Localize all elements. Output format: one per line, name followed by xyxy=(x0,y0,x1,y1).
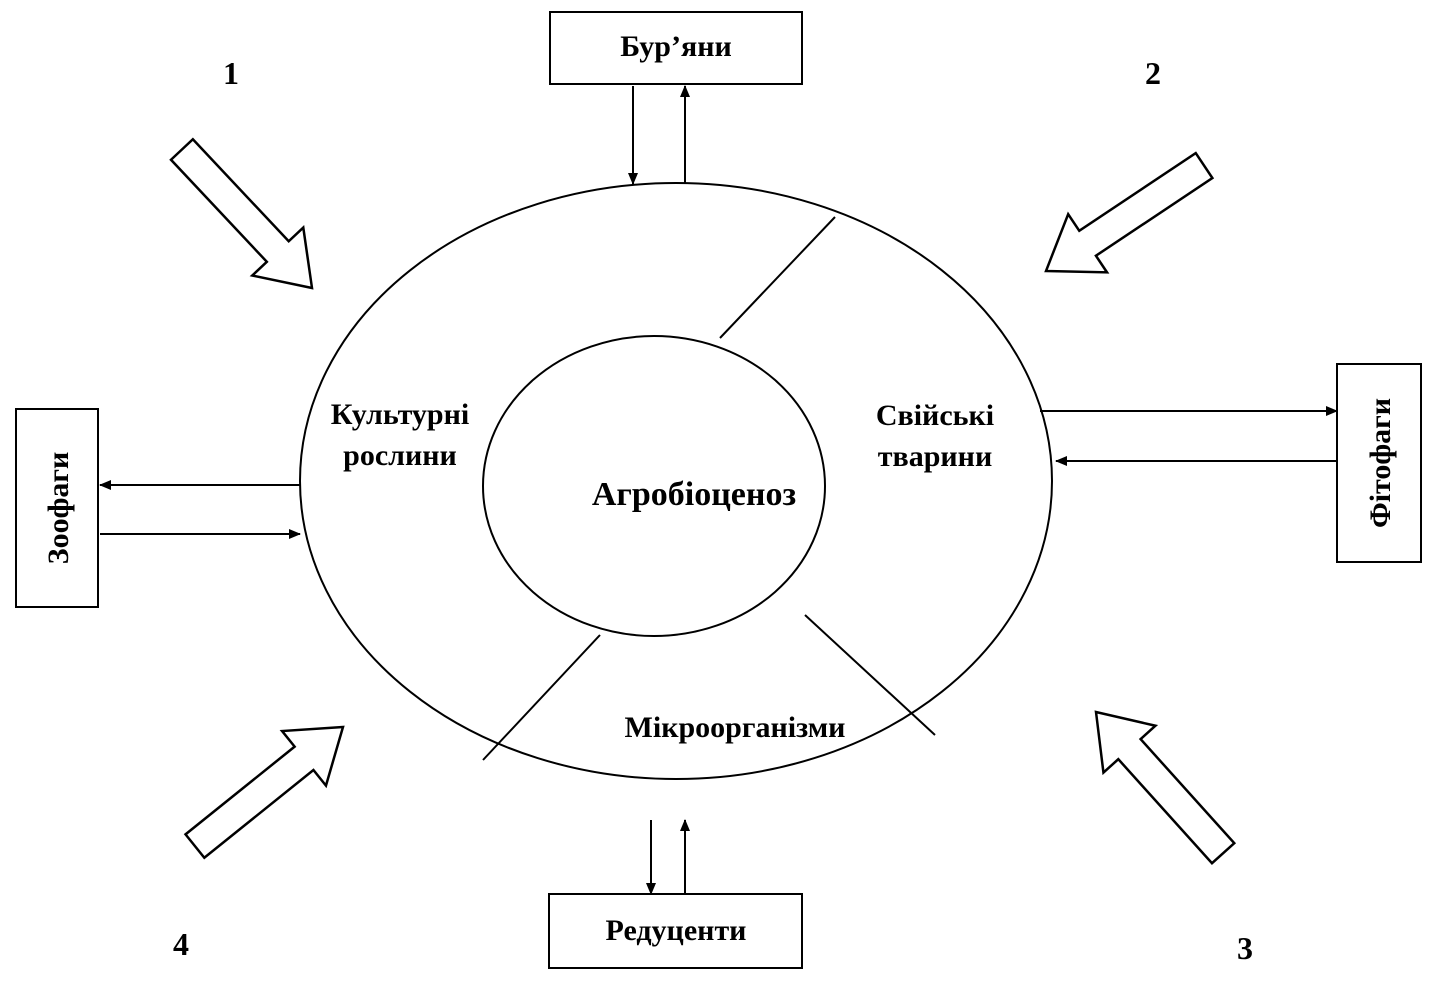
divider-bottom-right xyxy=(804,614,936,736)
box-reducers xyxy=(548,893,803,969)
number-1: 1 xyxy=(223,55,239,91)
number-4: 4 xyxy=(173,926,189,962)
box-reducers-label: Редуценти xyxy=(606,914,747,947)
number-3: 3 xyxy=(1237,930,1253,966)
box-zoophages xyxy=(15,408,99,608)
segment-animals-line1: Свійські xyxy=(876,399,994,432)
hollow-arrow-3 xyxy=(1094,710,1237,865)
box-phytophages-label: Фітофаги xyxy=(1364,398,1397,528)
divider-bottom-left xyxy=(482,634,601,761)
segment-animals-line2: тварини xyxy=(878,440,992,473)
center-label: Агробіоценоз xyxy=(592,476,796,513)
segment-plants-line2: рослини xyxy=(343,439,457,472)
hollow-arrow-4 xyxy=(183,725,345,860)
segment-plants-line1: Культурні xyxy=(331,398,469,431)
divider-top-right xyxy=(719,216,836,339)
box-weeds-label: Бур’яни xyxy=(620,30,732,63)
segment-microbes: Мікроорганізми xyxy=(625,711,846,744)
box-zoophages-label: Зоофаги xyxy=(42,452,75,565)
box-weeds xyxy=(549,11,803,85)
inner-core xyxy=(482,335,826,637)
hollow-arrow-2 xyxy=(1044,151,1215,274)
hollow-arrow-1 xyxy=(169,137,314,290)
outer-ring xyxy=(299,182,1053,780)
box-phytophages xyxy=(1336,363,1422,563)
number-2: 2 xyxy=(1145,55,1161,91)
